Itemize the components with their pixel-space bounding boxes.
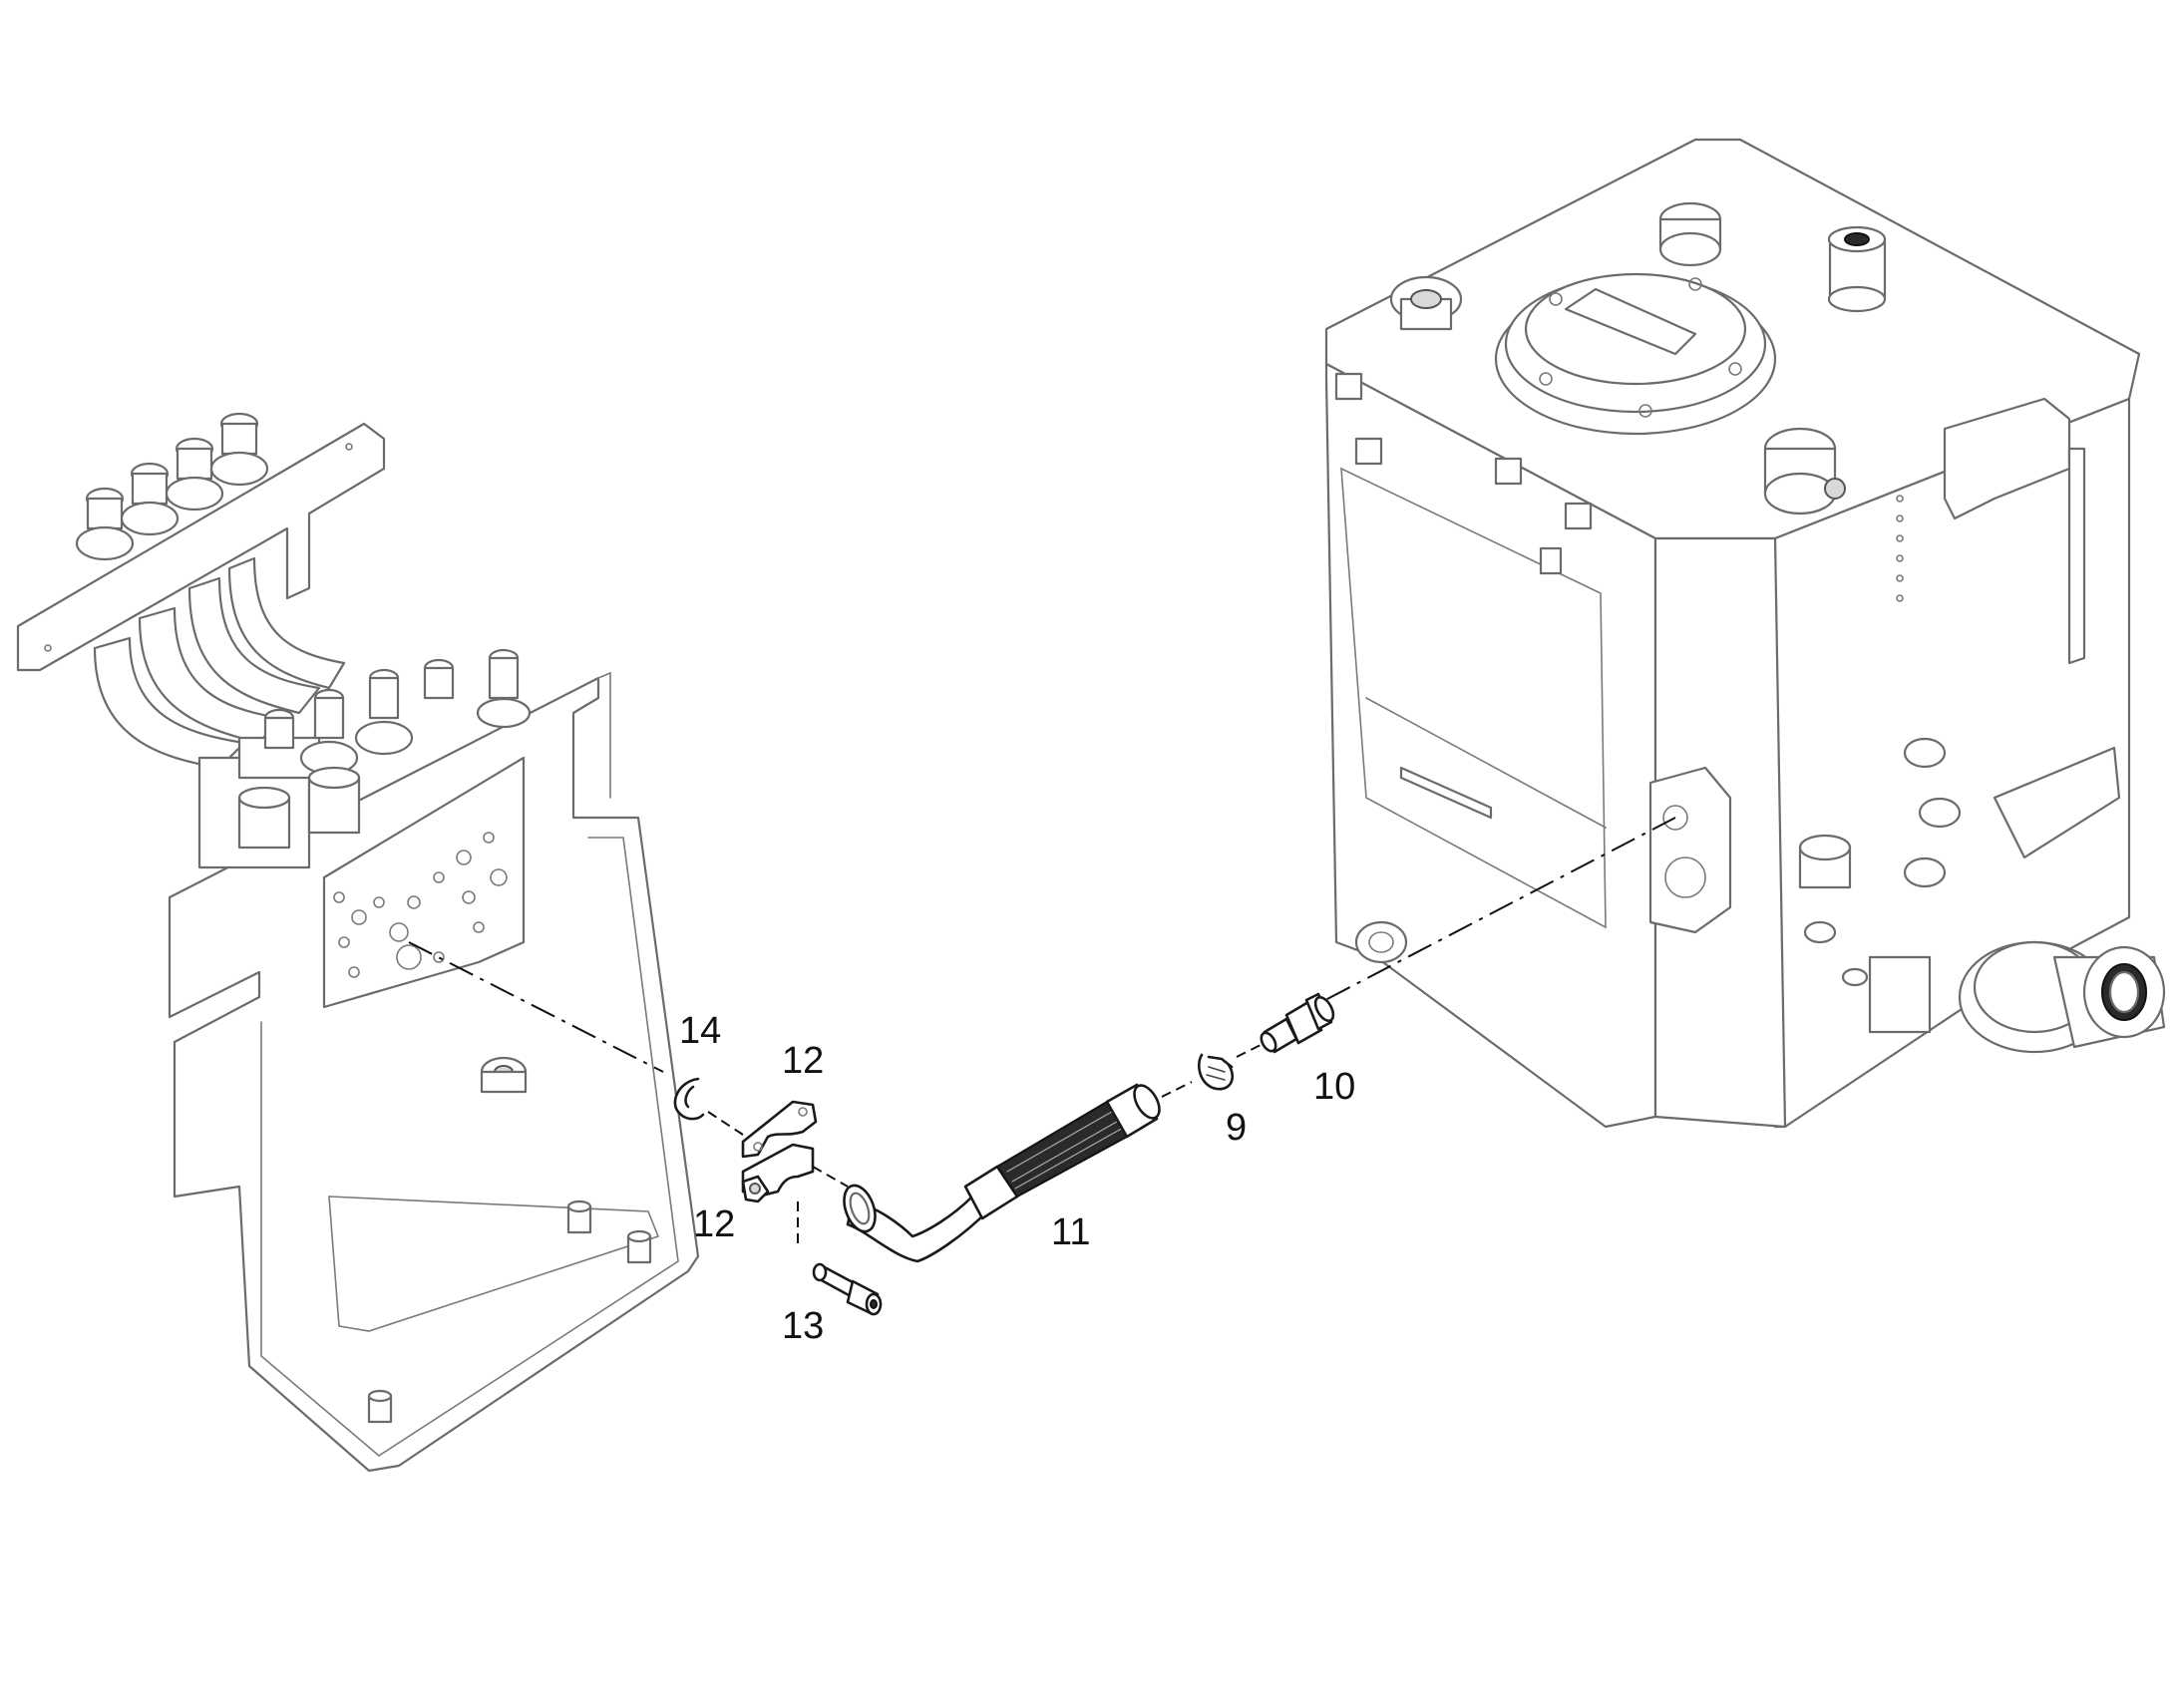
leader-14-12 bbox=[707, 1111, 744, 1136]
centerline-right bbox=[1320, 817, 1676, 1003]
right-face-holes bbox=[1896, 495, 1904, 602]
right-fittings bbox=[1798, 737, 1962, 1034]
hose-loop-3 bbox=[187, 576, 321, 715]
centerline-left bbox=[408, 941, 664, 1073]
bracket-inner-edge bbox=[260, 837, 679, 1457]
tank-boss bbox=[1354, 920, 1408, 964]
mounting-bracket bbox=[168, 676, 700, 1473]
tank-lugs bbox=[1334, 372, 1593, 575]
part-snap-ring-9 bbox=[1197, 1053, 1234, 1091]
right-bracket bbox=[1943, 397, 2071, 520]
valve-cluster bbox=[197, 648, 532, 869]
hose-loops bbox=[93, 636, 246, 770]
dipstick bbox=[2067, 447, 2086, 665]
bracket-bottom-edge bbox=[328, 1196, 660, 1332]
callout-10: 10 bbox=[1313, 1066, 1355, 1108]
valve-block-assembly bbox=[16, 412, 700, 1473]
top-flange bbox=[1389, 275, 1463, 331]
pump-unit bbox=[1958, 746, 2166, 1054]
callout-14: 14 bbox=[679, 1010, 721, 1052]
callout-11: 11 bbox=[1051, 1211, 1090, 1253]
part-flange-half-12-upper bbox=[741, 1100, 818, 1159]
leader-11-9 bbox=[1161, 1081, 1193, 1098]
leader-12-11 bbox=[812, 1166, 849, 1188]
plate-holes bbox=[333, 832, 508, 978]
rail-hole bbox=[44, 644, 52, 652]
filler-cap bbox=[1658, 201, 1722, 267]
rail-hole bbox=[345, 443, 353, 451]
tank-port-flange bbox=[1648, 766, 1732, 934]
tank-assembly bbox=[1324, 138, 2166, 1129]
part-o-ring-14 bbox=[673, 1077, 705, 1121]
side-fitting bbox=[1763, 427, 1846, 515]
leader-9-10 bbox=[1236, 1041, 1268, 1058]
rail-valves bbox=[75, 412, 269, 561]
bracket-nut bbox=[480, 1056, 528, 1094]
callout-12-lower: 12 bbox=[693, 1203, 735, 1245]
part-hose-11 bbox=[843, 1083, 1161, 1263]
upper-rail bbox=[16, 422, 386, 672]
breather-cap bbox=[1827, 225, 1887, 313]
part-flange-half-12-lower bbox=[741, 1143, 815, 1203]
tank-lower-edge bbox=[1365, 697, 1607, 829]
callout-9: 9 bbox=[1226, 1107, 1247, 1149]
callout-12-upper: 12 bbox=[782, 1040, 824, 1082]
callouts: 14 12 12 13 11 9 10 bbox=[679, 1010, 1355, 1347]
tank-lid bbox=[1494, 272, 1777, 436]
valve-mount-plate bbox=[322, 756, 526, 1009]
hose-loop-4 bbox=[227, 556, 346, 690]
bracket-rib bbox=[597, 671, 611, 799]
part-adapter-10 bbox=[1260, 992, 1335, 1054]
tank-inner-panel bbox=[1340, 467, 1607, 929]
part-screw-13 bbox=[812, 1262, 883, 1316]
callout-13: 13 bbox=[782, 1305, 824, 1347]
front-slot bbox=[1399, 766, 1493, 820]
bracket-feet bbox=[367, 1199, 652, 1424]
